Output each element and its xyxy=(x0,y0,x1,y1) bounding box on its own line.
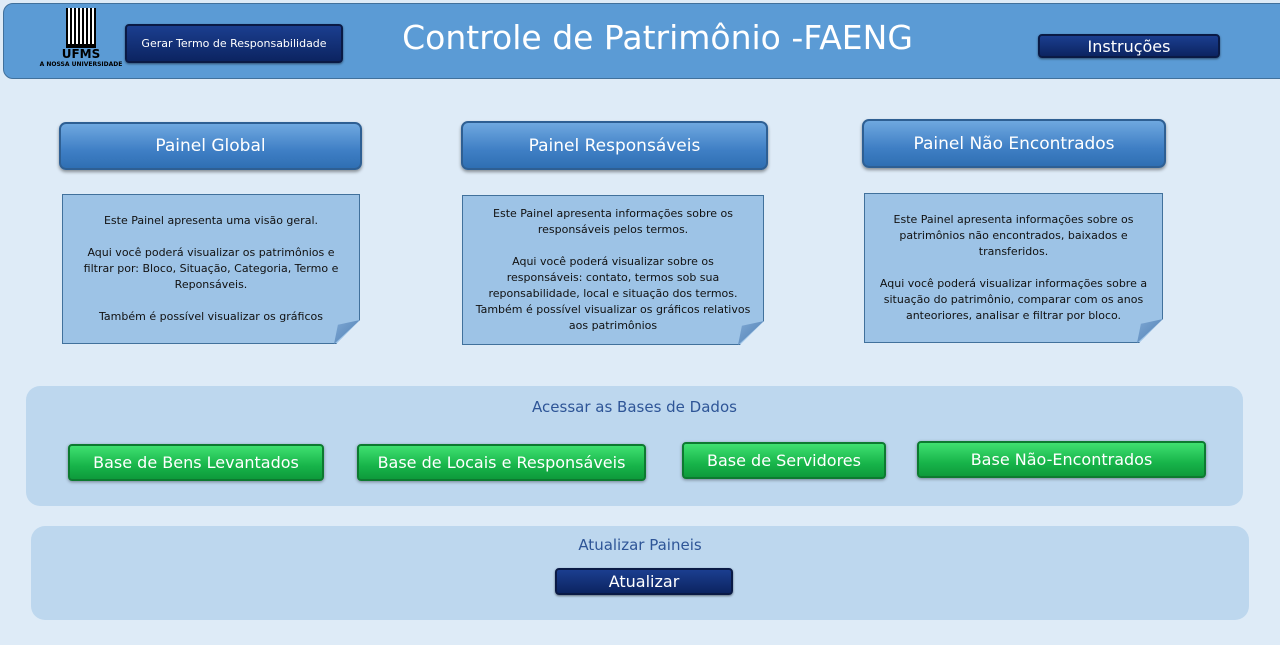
base-servidores-button[interactable]: Base de Servidores xyxy=(682,442,886,479)
gerar-termo-button[interactable]: Gerar Termo de Responsabilidade xyxy=(125,24,343,63)
painel-nao-encontrados-button[interactable]: Painel Não Encontrados xyxy=(862,119,1166,168)
logo-text: UFMS xyxy=(61,47,101,61)
painel-global-description: Este Painel apresenta uma visão geral. A… xyxy=(62,194,360,344)
base-bens-levantados-button[interactable]: Base de Bens Levantados xyxy=(68,444,324,481)
ufms-logo-icon xyxy=(66,8,96,48)
databases-title: Acessar as Bases de Dados xyxy=(532,398,737,416)
update-title: Atualizar Paineis xyxy=(578,536,702,554)
painel-responsaveis-button[interactable]: Painel Responsáveis xyxy=(461,121,768,170)
atualizar-button[interactable]: Atualizar xyxy=(555,568,733,595)
instrucoes-button[interactable]: Instruções xyxy=(1038,34,1220,58)
ufms-logo: UFMS A NOSSA UNIVERSIDADE xyxy=(38,8,124,78)
logo-subtext: A NOSSA UNIVERSIDADE xyxy=(39,61,123,68)
base-locais-responsaveis-button[interactable]: Base de Locais e Responsáveis xyxy=(357,444,646,481)
painel-responsaveis-description: Este Painel apresenta informações sobre … xyxy=(462,195,764,345)
base-nao-encontrados-button[interactable]: Base Não-Encontrados xyxy=(917,441,1206,478)
painel-nao-encontrados-description: Este Painel apresenta informações sobre … xyxy=(864,193,1163,343)
page-title: Controle de Patrimônio -FAENG xyxy=(402,18,913,57)
painel-global-button[interactable]: Painel Global xyxy=(59,122,362,170)
